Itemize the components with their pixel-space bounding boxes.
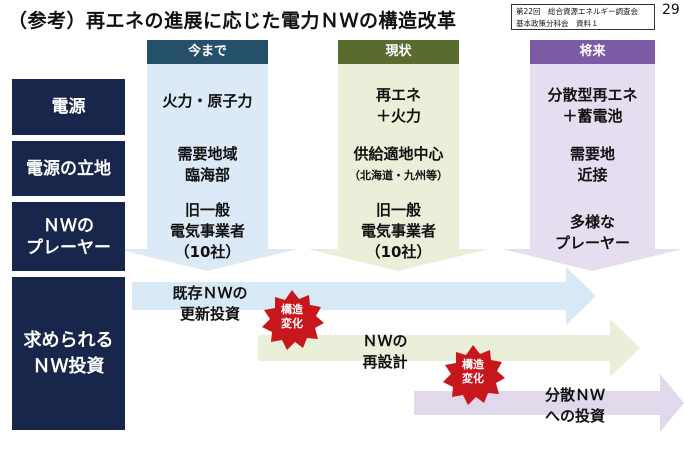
cell-location-future: 需要地近接: [569, 145, 615, 184]
column-header-present: 現状: [338, 40, 459, 64]
arrow-existing-nw-update: [132, 267, 596, 325]
column-arrow-past: [117, 64, 298, 271]
row-label-nw-players: ＮＷの プレーヤー: [12, 202, 125, 271]
investment-label-distributed: 分散ＮＷ への投資: [544, 386, 605, 425]
cell-location-past: 需要地域臨海部: [177, 145, 238, 184]
structural-change-burst-1: [262, 290, 324, 350]
cell-players-past: 旧一般電気事業者（10社）: [169, 200, 245, 261]
arrow-distributed-nw-investment: [414, 374, 684, 432]
cell-players-present: 旧一般電気事業者（10社）: [360, 200, 436, 261]
meeting-info: 第22回 総合資源エネルギー調査会 基本政策分科会 資料１: [511, 4, 655, 30]
cell-location-present: 供給適地中心（北海道・九州等）: [349, 145, 448, 182]
row-label-nw-investment: 求められる ＮＷ投資: [12, 277, 125, 430]
page-number: 29: [662, 2, 680, 18]
row-label-power-source: 電源: [12, 79, 125, 135]
meeting-line-1: 第22回 総合資源エネルギー調査会: [516, 7, 639, 16]
structural-change-burst-2: [443, 345, 505, 405]
burst-text-1: 構造 変化: [281, 303, 303, 330]
meeting-line-2: 基本政策分科会 資料１: [516, 19, 599, 28]
arrow-nw-redesign: [258, 319, 640, 377]
column-header-past: 今まで: [147, 40, 268, 64]
burst-text-2: 構造 変化: [462, 358, 484, 385]
cell-source-future: 分散型再エネ＋蓄電池: [547, 86, 638, 125]
page-title: （参考）再エネの進展に応じた電力ＮＷの構造改革: [8, 10, 457, 32]
investment-label-redesign: ＮＷの 再設計: [362, 332, 408, 371]
cell-source-past: 火力・原子力: [162, 91, 253, 110]
column-arrow-present: [308, 64, 489, 271]
cell-players-future: 多様なプレーヤー: [554, 213, 630, 252]
column-header-future: 将来: [530, 40, 655, 64]
row-label-power-location: 電源の立地: [12, 141, 125, 196]
cell-source-present: 再エネ＋火力: [375, 86, 421, 125]
column-arrow-future: [502, 64, 683, 271]
investment-label-existing: 既存ＮＷの 更新投資: [172, 284, 248, 323]
